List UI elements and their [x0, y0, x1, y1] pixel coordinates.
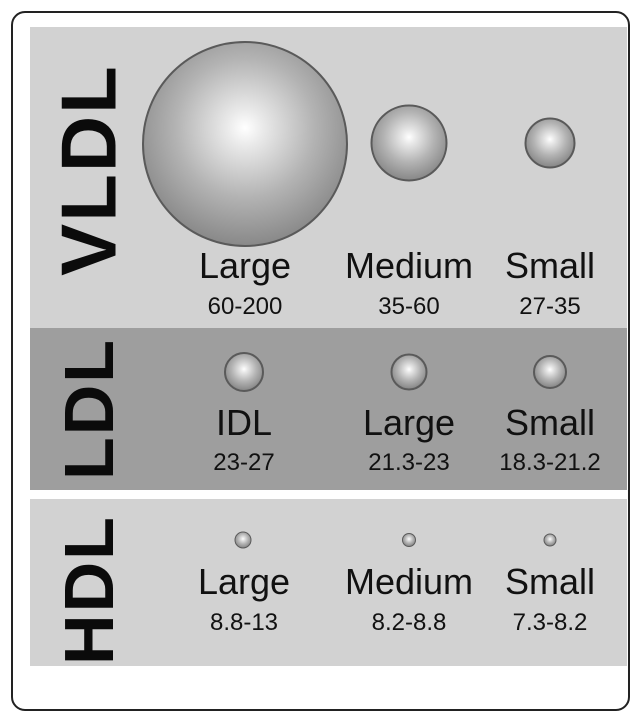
- vldl-small-name: Small: [504, 245, 596, 286]
- ldl-large-name: Large: [362, 402, 456, 443]
- hdl-large-particle: [234, 531, 252, 549]
- hdl-medium-range: 8.2-8.8: [371, 609, 447, 636]
- ldl-small-particle: [533, 355, 567, 389]
- hdl-class-label: HDL: [50, 515, 128, 665]
- hdl-medium-particle: [402, 533, 416, 547]
- vldl-medium-name: Medium: [344, 245, 474, 286]
- vldl-medium-particle: [370, 104, 448, 182]
- ldl-class-label: LDL: [50, 337, 128, 481]
- idl-name: IDL: [215, 402, 273, 443]
- hdl-small-particle: [543, 533, 557, 547]
- vldl-large-range: 60-200: [207, 293, 283, 320]
- vldl-small-particle: [524, 117, 576, 169]
- vldl-small-range: 27-35: [519, 293, 581, 320]
- vldl-large-name: Large: [198, 245, 292, 286]
- hdl-small-range: 7.3-8.2: [512, 609, 588, 636]
- hdl-large-name: Large: [197, 561, 291, 602]
- ldl-band: [30, 328, 627, 490]
- hdl-medium-name: Medium: [344, 561, 474, 602]
- ldl-small-range: 18.3-21.2: [499, 449, 601, 476]
- vldl-large-particle: [142, 41, 348, 247]
- hdl-large-range: 8.8-13: [209, 609, 279, 636]
- hdl-small-name: Small: [504, 561, 596, 602]
- ldl-large-particle: [390, 353, 428, 391]
- hdl-band: [30, 499, 627, 666]
- ldl-small-name: Small: [504, 402, 596, 443]
- ldl-large-range: 21.3-23: [368, 449, 450, 476]
- idl-range: 23-27: [213, 449, 275, 476]
- vldl-class-label: VLDL: [44, 64, 133, 276]
- idl-particle: [224, 352, 264, 392]
- vldl-medium-range: 35-60: [378, 293, 440, 320]
